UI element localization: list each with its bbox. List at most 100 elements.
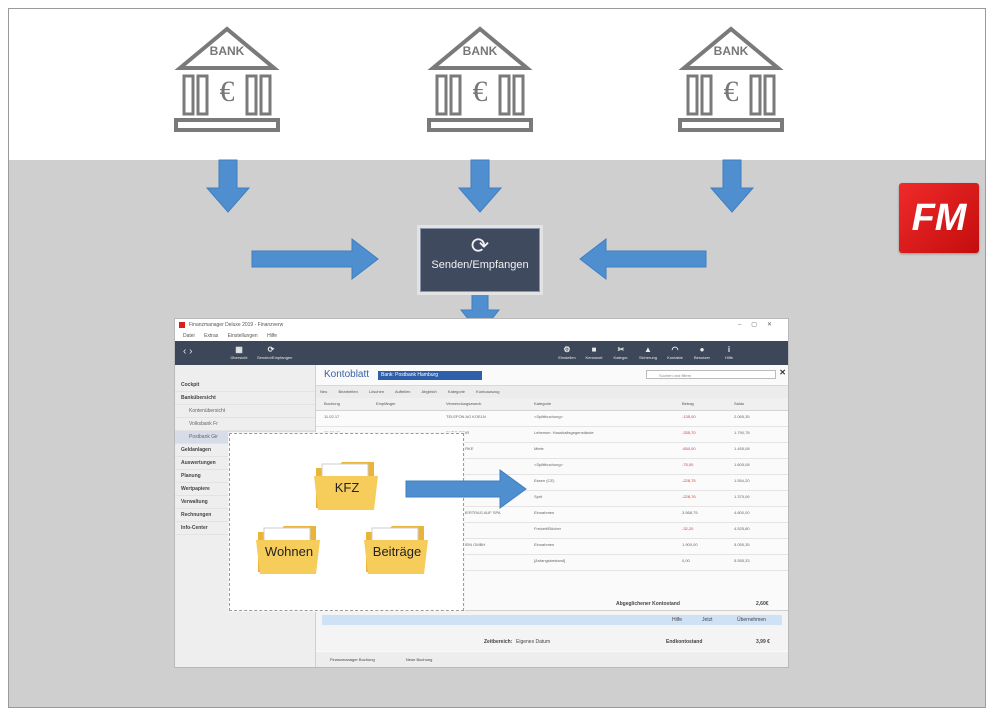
end-balance-value: 3,99 € — [756, 639, 770, 645]
row-balance: 5.555,33 — [734, 558, 750, 563]
table-row[interactable]: 08.02.17EURO SPARLebensm. Haushaltsgegen… — [316, 427, 788, 443]
arrow-left-to-button — [579, 237, 707, 281]
col-kategorie[interactable]: Kategorie — [534, 401, 552, 406]
col-buchung[interactable]: Buchung — [324, 401, 340, 406]
footer-tab-buchung[interactable]: Finanzmanager Buchung — [330, 657, 375, 662]
euro-icon: € — [472, 75, 488, 108]
menu-item-extras[interactable]: Extras — [204, 333, 219, 339]
footer-tab-neue-buchung[interactable]: Neue Buchung — [405, 657, 433, 662]
toolbar-kontakte[interactable]: ◠Kontakte — [661, 344, 689, 360]
folder-kfz[interactable]: KFZ — [312, 452, 382, 514]
folder-wohnen[interactable]: Wohnen — [254, 516, 324, 578]
toolbar-kennwort[interactable]: ■Kennwort — [580, 344, 608, 360]
row-payee: EURO SPAR — [446, 430, 469, 435]
euro-icon: € — [219, 75, 235, 108]
folder-label: Wohnen — [264, 544, 314, 559]
window-title: Finanzmanager Deluxe 2019 - Finanzverw — [189, 322, 284, 328]
arrow-down-left — [205, 159, 251, 213]
lock-icon: ■ — [591, 345, 597, 354]
toolbar-einstellen[interactable]: ⚙Einstellen — [553, 344, 581, 360]
edit-button-hilfe[interactable]: Hilfe — [672, 617, 683, 623]
edit-button-uebernehmen[interactable]: Übernehmen — [737, 617, 766, 623]
toolbar-overview[interactable]: ▦Übersicht — [225, 344, 253, 360]
row-balance: 1.605,08 — [734, 462, 750, 467]
reconciled-value: 2,60€ — [756, 601, 769, 607]
search-input[interactable]: Suchen und filtern — [646, 370, 776, 379]
folder-label: KFZ — [334, 480, 360, 495]
menu-item-datei[interactable]: Datei — [183, 333, 195, 339]
table-header: Buchung Empfänger Verwendungszweck Kateg… — [316, 398, 788, 411]
folder-icon — [364, 526, 428, 574]
nav-arrows-icon[interactable]: ‹ › — [183, 346, 193, 357]
row-category: [Anfangsbestand] — [534, 558, 566, 563]
toolbar-overview-label: Übersicht — [230, 355, 248, 360]
tool-loeschen[interactable]: Löschen — [368, 389, 385, 394]
toolbar-kontakte-label: Kontakte — [667, 355, 683, 360]
toolbar-sicherung[interactable]: ▲Sicherung — [634, 344, 662, 360]
tool-kategorie[interactable]: Kategorie — [447, 389, 466, 394]
row-amount: -135,00 — [682, 414, 696, 419]
edit-row[interactable]: Hilfe Jetzt Übernehmen — [322, 615, 782, 625]
row-amount: -75,00 — [682, 462, 694, 467]
kontoblatt-toolbar: Neu Bearbeiten Löschen Aufteilen Abgleic… — [316, 385, 788, 399]
menu-item-hilfe[interactable]: Hilfe — [267, 333, 278, 339]
row-category: Essen (CE) — [534, 478, 555, 483]
col-saldo[interactable]: Saldo — [734, 401, 745, 406]
arrow-down-right — [709, 159, 755, 213]
app-icon — [179, 322, 185, 328]
edit-area: Hilfe Jetzt Übernehmen Abgeglichener Kon… — [316, 601, 788, 651]
tool-abgleich[interactable]: Abgleich — [421, 389, 437, 394]
toolbar-benutzer[interactable]: ●Benutzer — [688, 344, 716, 360]
row-category: Einnahmen — [534, 542, 555, 547]
row-category: Sprit — [534, 494, 543, 499]
toolbar-send-receive[interactable]: ⟳Senden/Empfangen — [257, 344, 292, 360]
category-folders-popup: KFZ Wohnen Beiträge — [229, 433, 464, 611]
app-toolbar: ‹ › ▦Übersicht ⟳Senden/Empfangen ⚙Einste… — [175, 341, 788, 365]
col-betrag[interactable]: Betrag — [682, 401, 694, 406]
bank-icon-right: BANK € — [676, 24, 786, 134]
row-category: <Splittbuchung> — [534, 462, 563, 467]
row-balance: 1.554,20 — [734, 478, 750, 483]
toolbar-sicherung-label: Sicherung — [638, 355, 657, 360]
tool-bearbeiten[interactable]: Bearbeiten — [338, 389, 358, 394]
tool-kontoauszug[interactable]: Kontoauszug — [476, 389, 500, 394]
col-empfaenger[interactable]: Empfänger — [376, 401, 396, 406]
toolbar-kategorie-label: Kategor. — [613, 355, 629, 360]
tool-neu[interactable]: Neu — [320, 389, 328, 394]
row-category: Freizeit/Bücher — [534, 526, 561, 531]
gear-icon: ⚙ — [563, 345, 571, 354]
row-amount: 3.568,75 — [682, 510, 698, 515]
col-verwendungszweck[interactable]: Verwendungszweck — [446, 401, 482, 406]
info-icon: i — [727, 345, 731, 354]
send-receive-button[interactable]: ⟳ Senden/Empfangen — [420, 228, 540, 292]
status-footer: Finanzmanager Buchung Neue Buchung — [316, 652, 788, 667]
tool-aufteilen[interactable]: Aufteilen — [394, 389, 411, 394]
menu-item-einstellungen[interactable]: Einstellungen — [227, 333, 258, 339]
overview-icon: ▦ — [235, 345, 243, 354]
row-payee: GELD UEBERTRAG AUF SPA — [446, 510, 501, 515]
sync-icon: ⟳ — [470, 233, 490, 258]
toolbar-kategorie[interactable]: ✂Kategor. — [607, 344, 635, 360]
bank-label: BANK — [713, 44, 749, 58]
sidebar-item-volksbank[interactable]: Volksbank Fr — [175, 418, 315, 431]
row-amount: -650,00 — [682, 446, 696, 451]
account-select[interactable]: Bank: Postbank Hamburg — [378, 371, 482, 380]
edit-button-jetzt[interactable]: Jetzt — [702, 617, 713, 623]
sidebar-item-kontenuebersicht[interactable]: Kontenübersicht — [175, 405, 315, 418]
sidebar-item-cockpit[interactable]: Cockpit — [175, 379, 315, 392]
filter-select[interactable]: Eigenes Datum — [516, 639, 551, 645]
window-controls[interactable]: –▢✕ — [737, 322, 782, 328]
folder-icon — [256, 526, 320, 574]
row-balance: 2.065,35 — [734, 414, 750, 419]
toolbar-einstellen-label: Einstellen — [558, 355, 576, 360]
window-titlebar: Finanzmanager Deluxe 2019 - Finanzverw –… — [175, 319, 788, 331]
row-payee: AUTOSCHEIN GMBH — [446, 542, 486, 547]
close-icon[interactable]: ✕ — [779, 368, 786, 377]
folder-beitraege[interactable]: Beiträge — [362, 516, 432, 578]
fm-logo: FM — [899, 183, 979, 253]
headset-icon: ◠ — [671, 345, 679, 354]
sidebar-item-bankuebersicht[interactable]: Bankübersicht — [175, 392, 315, 405]
